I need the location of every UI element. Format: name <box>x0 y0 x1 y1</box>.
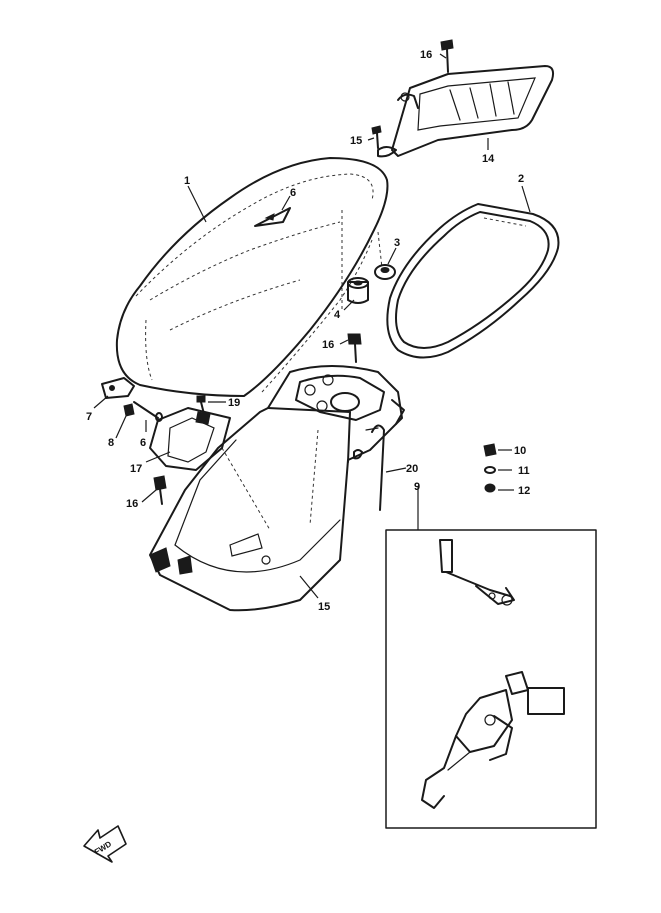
lock-set-inset <box>385 529 597 829</box>
bolt-washer-set <box>483 443 497 493</box>
bolt-icon <box>371 125 382 149</box>
bolt-icon <box>153 475 167 505</box>
seal-gasket-part <box>386 203 560 359</box>
leader-lines <box>93 53 531 599</box>
callout-11: 11 <box>518 465 530 477</box>
callout-16-left: 16 <box>126 498 138 510</box>
callout-labels: 16 14 15 1 6 2 3 4 16 7 8 6 19 17 16 15 … <box>86 49 530 613</box>
damper-part <box>347 277 369 304</box>
callout-12: 12 <box>518 485 530 497</box>
callout-4: 4 <box>334 309 341 321</box>
callout-6-pin: 6 <box>140 437 146 449</box>
callout-15: 15 <box>318 601 330 613</box>
lid-part <box>149 407 231 471</box>
grommet-part <box>374 264 396 280</box>
callout-7: 7 <box>86 411 92 423</box>
callout-17: 17 <box>130 463 142 475</box>
storage-box-part <box>149 365 405 612</box>
carrier-rail-part <box>377 65 555 158</box>
callout-1: 1 <box>184 175 190 187</box>
callout-18-top: 16 <box>420 49 432 61</box>
callout-16-middle: 16 <box>322 339 334 351</box>
callout-19: 19 <box>228 397 240 409</box>
callout-10: 10 <box>514 445 526 457</box>
callout-2: 2 <box>518 173 524 185</box>
callout-20: 20 <box>406 463 418 475</box>
cable-part <box>365 424 385 511</box>
callout-8: 8 <box>108 437 114 449</box>
callout-3: 3 <box>394 237 400 249</box>
forward-direction-arrow: FWD <box>83 825 127 863</box>
hinge-bracket-part <box>101 377 163 422</box>
bolt-icon <box>347 333 362 363</box>
callout-9: 9 <box>414 481 420 493</box>
bolt-icon <box>440 39 454 73</box>
seat-part <box>115 157 389 397</box>
callout-6-emblem: 6 <box>290 187 296 199</box>
callout-13: 14 <box>482 153 495 165</box>
callout-14: 15 <box>350 135 362 147</box>
